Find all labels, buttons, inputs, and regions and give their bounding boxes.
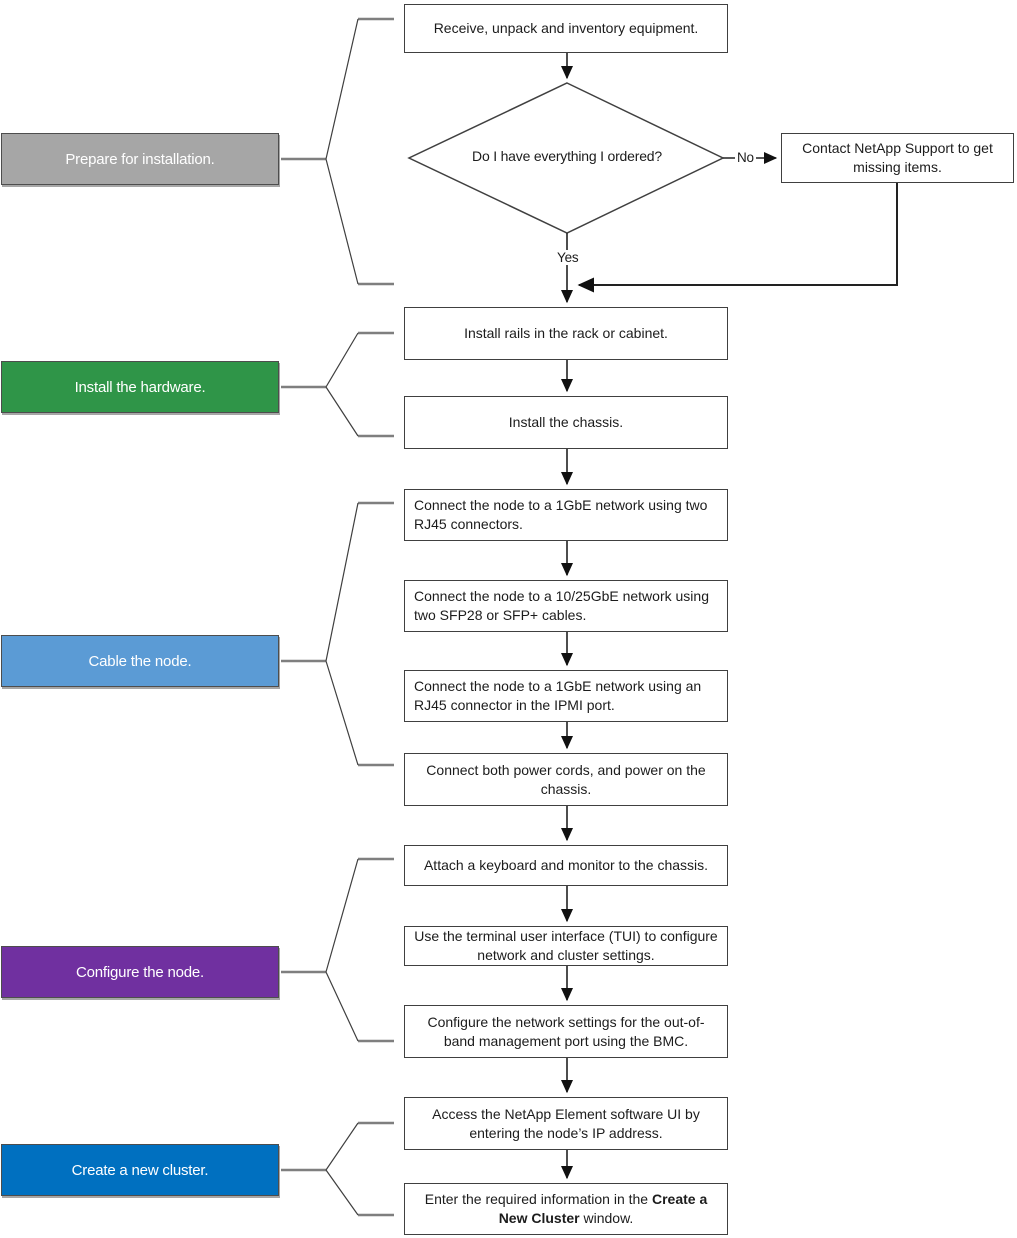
bracket-ends-configure: [358, 857, 394, 1043]
bracket-arms-configure: [325, 858, 359, 1042]
label-yes: Yes: [555, 250, 581, 265]
bracket-arms-prepare: [325, 18, 359, 285]
bracket-ends-cluster: [358, 1121, 394, 1217]
step-receive-equipment: Receive, unpack and inventory equipment.: [404, 4, 728, 53]
stage-label: Prepare for installation.: [65, 150, 215, 168]
step-enter-cluster-info: Enter the required information in the Cr…: [404, 1183, 728, 1235]
step-text: Contact NetApp Support to get missing it…: [802, 140, 993, 175]
step-connect-power: Connect both power cords, and power on t…: [404, 753, 728, 806]
step-text: Connect both power cords, and power on t…: [426, 761, 706, 797]
arrow-contact-feedback: [577, 183, 898, 293]
step-text: Enter the required information in the Cr…: [414, 1190, 718, 1228]
step-text: Install rails in the rack or cabinet.: [464, 325, 668, 341]
step-text-suffix: window.: [579, 1210, 634, 1226]
step-text-bold: Create a New Cluster: [498, 1191, 708, 1226]
stage-prepare-for-installation: Prepare for installation.: [1, 133, 279, 185]
bracket-arms-cable: [325, 502, 359, 766]
stage-configure-node: Configure the node.: [1, 946, 279, 998]
step-text: Receive, unpack and inventory equipment.: [433, 20, 699, 36]
step-text: Attach a keyboard and monitor to the cha…: [423, 857, 709, 873]
step-access-element-ui: Access the NetApp Element software UI by…: [404, 1097, 728, 1150]
stage-label: Create a new cluster.: [71, 1161, 209, 1179]
step-configure-bmc: Configure the network settings for the o…: [404, 1005, 728, 1058]
step-text: Install the chassis.: [508, 414, 624, 430]
step-text: Connect the node to a 1GbE network using…: [414, 497, 708, 532]
stage-label: Install the hardware.: [74, 378, 206, 396]
bracket-ends-hardware: [358, 331, 394, 438]
stage-install-hardware: Install the hardware.: [1, 361, 279, 413]
decision-question: Do I have everything I ordered?: [472, 148, 662, 164]
bracket-arms-cluster: [325, 1122, 359, 1216]
step-text: Configure the network settings for the o…: [427, 1013, 705, 1049]
step-text: Connect the node to a 1GbE network using…: [414, 678, 702, 713]
stage-create-cluster: Create a new cluster.: [1, 1144, 279, 1196]
step-connect-1gbe: Connect the node to a 1GbE network using…: [404, 489, 728, 541]
bracket-ends-prepare: [358, 17, 394, 286]
step-install-chassis: Install the chassis.: [404, 396, 728, 449]
step-use-tui: Use the terminal user interface (TUI) to…: [404, 926, 728, 966]
step-install-rails: Install rails in the rack or cabinet.: [404, 307, 728, 360]
stage-label: Cable the node.: [88, 652, 192, 670]
bracket-arms-hardware: [325, 332, 359, 437]
step-connect-ipmi: Connect the node to a 1GbE network using…: [404, 670, 728, 722]
stage-cable-node: Cable the node.: [1, 635, 279, 687]
step-text: Access the NetApp Element software UI by…: [432, 1105, 700, 1141]
step-contact-support: Contact NetApp Support to get missing it…: [781, 133, 1014, 183]
stage-label: Configure the node.: [76, 963, 204, 981]
step-text: Connect the node to a 10/25GbE network u…: [414, 588, 709, 623]
step-text-prefix: Enter the required information in the: [424, 1191, 652, 1207]
label-no: No: [735, 150, 756, 165]
bracket-ends-cable: [358, 501, 394, 767]
step-attach-keyboard: Attach a keyboard and monitor to the cha…: [404, 845, 728, 886]
step-connect-10-25gbe: Connect the node to a 10/25GbE network u…: [404, 580, 728, 632]
step-text: Use the terminal user interface (TUI) to…: [414, 928, 718, 963]
